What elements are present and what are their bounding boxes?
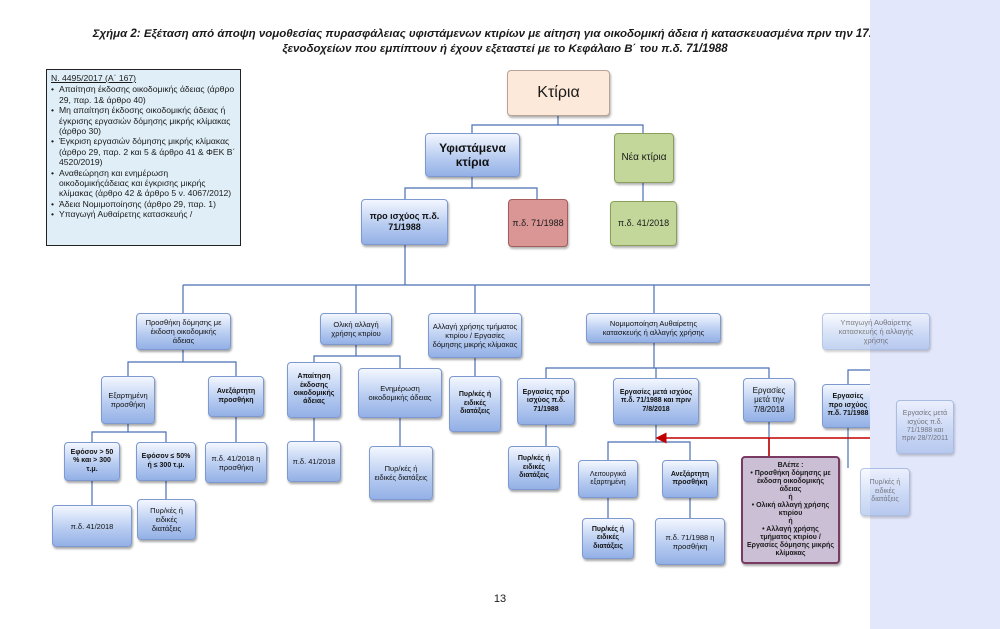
node-allagi-tmimatos: Αλλαγή χρήσης τμήματος κτιρίου / Εργασίε…: [428, 313, 522, 358]
node-ergasies-meta-right: Εργασίες μετά ισχύος π.δ. 71/1988 και πρ…: [896, 400, 954, 454]
see-also-item: ή: [788, 518, 793, 526]
node-pyr-3: Πυρ/κές ή ειδικές διατάξεις: [508, 446, 560, 490]
law-box-item: Υπαγωγή Αυθαίρετης κατασκευής /: [51, 209, 236, 220]
figure-caption-line-2: ξενοδοχείων που εμπίπτουν ή έχουν εξετασ…: [282, 43, 728, 55]
law-box-item: Μη απαίτηση έκδοσης οικοδομικής άδειας ή…: [51, 105, 236, 136]
node-leitourgika: Λειτουργικά εξαρτημένη: [578, 460, 638, 498]
law-box-item: Άδεια Νομιμοποίησης (άρθρο 29, παρ. 1): [51, 199, 236, 210]
law-box-item: Απαίτηση έκδοσης οικοδομικής άδειας (άρθ…: [51, 84, 236, 105]
law-box-list: Απαίτηση έκδοσης οικοδομικής άδειας (άρθ…: [51, 84, 236, 220]
node-pyr-2: Πυρ/κές ή ειδικές διατάξεις: [369, 446, 433, 500]
see-also-item: ή: [788, 493, 793, 501]
node-pd-71-1988: π.δ. 71/1988: [508, 199, 568, 247]
node-pd-41-2018-top: π.δ. 41/2018: [610, 201, 677, 246]
law-reference-box: Ν. 4495/2017 (Α΄ 167) Απαίτηση έκδοσης ο…: [46, 69, 241, 246]
node-pyr-1: Πυρ/κές ή ειδικές διατάξεις: [449, 376, 501, 432]
see-also-item: • Προσθήκη δόμησης με έκδοση οικοδομικής…: [750, 469, 831, 493]
node-pyr-5: Πυρ/κές ή ειδικές διατάξεις: [582, 518, 634, 559]
see-also-box: ΒΛέπε : • Προσθήκη δόμησης με έκδοση οικ…: [741, 456, 840, 564]
node-efoson-le: Εφόσον ≤ 50% ή ≤ 300 τ.μ.: [136, 442, 196, 481]
law-box-item: Έγκριση εργασιών δόμησης μικρής κλίμακας…: [51, 136, 236, 167]
node-nea: Νέα κτίρια: [614, 133, 674, 183]
law-box-item: Αναθεώρηση και ενημέρωση οικοδομικήςάδει…: [51, 168, 236, 199]
node-pd-41-2018-mid: π.δ. 41/2018: [287, 441, 341, 482]
node-ergasies-meta-7-8: Εργασίες μετά την 7/8/2018: [743, 378, 795, 422]
node-oliki-allagi: Ολική αλλαγή χρήσης κτιρίου: [320, 313, 392, 345]
node-pd-41-2018-anex: π.δ. 41/2018 η προσθήκη: [205, 442, 267, 483]
node-ypagogi: Υπαγωγή Αυθαίρετης κατασκευής ή αλλαγής …: [822, 313, 930, 350]
node-anexartiti-prosthiki-right: Ανεξάρτητη προσθήκη: [662, 460, 718, 498]
node-nomimopoiisi: Νομιμοποίηση Αυθαίρετης κατασκευής ή αλλ…: [586, 313, 721, 343]
node-ergasies-pro-right: Εργασίες προ ισχύος π.δ. 71/1988: [822, 384, 874, 428]
node-ergasies-meta-71: Εργασίες μετά ισχύος π.δ. 71/1988 και πρ…: [613, 378, 699, 425]
see-also-item: • Ολική αλλαγή χρήσης κτιρίου: [751, 501, 830, 517]
page-number: 13: [493, 593, 507, 605]
node-pro-isxyos: προ ισχύος π.δ. 71/1988: [361, 199, 448, 245]
node-yfistamena: Υφιστάμενα κτίρια: [425, 133, 520, 177]
see-also-item: • Αλλαγή χρήσης τμήματος κτιρίου / Εργασ…: [747, 526, 834, 558]
node-anexartiti-prosthiki-left: Ανεξάρτητη προσθήκη: [208, 376, 264, 417]
node-pd-71-1988-prosthiki: π.δ. 71/1988 η προσθήκη: [655, 518, 725, 565]
node-pyr-right: Πυρ/κές ή ειδικές διατάξεις: [860, 468, 910, 516]
node-apaitisi-ekdosis: Απαίτηση έκδοσης οικοδομικής άδειας: [287, 362, 341, 418]
node-pd-41-2018-bottom: π.δ. 41/2018: [52, 505, 132, 547]
node-enimerosi-adeias: Ενημέρωση οικοδομικής άδειας: [358, 368, 442, 418]
node-prosthiki-me-adeia: Προσθήκη δόμησης με έκδοση οικοδομικής ά…: [136, 313, 231, 350]
law-box-title: Ν. 4495/2017 (Α΄ 167): [51, 73, 137, 83]
figure-caption-line-1: Σχήμα 2: Εξέταση από άποψη νομοθεσίας πυ…: [92, 28, 918, 40]
node-efoson-gt: Εφόσον > 50 % και > 300 τ.μ.: [64, 442, 120, 481]
node-pyr-4: Πυρ/κές ή ειδικές διατάξεις: [137, 499, 196, 540]
node-exartimeni-prosthiki: Εξαρτημένη προσθήκη: [101, 376, 155, 424]
see-also-title: ΒΛέπε :: [777, 461, 804, 469]
node-ktiria: Κτίρια: [507, 70, 610, 116]
node-ergasies-pro: Εργασίες προ ισχύος π.δ. 71/1988: [517, 378, 575, 425]
